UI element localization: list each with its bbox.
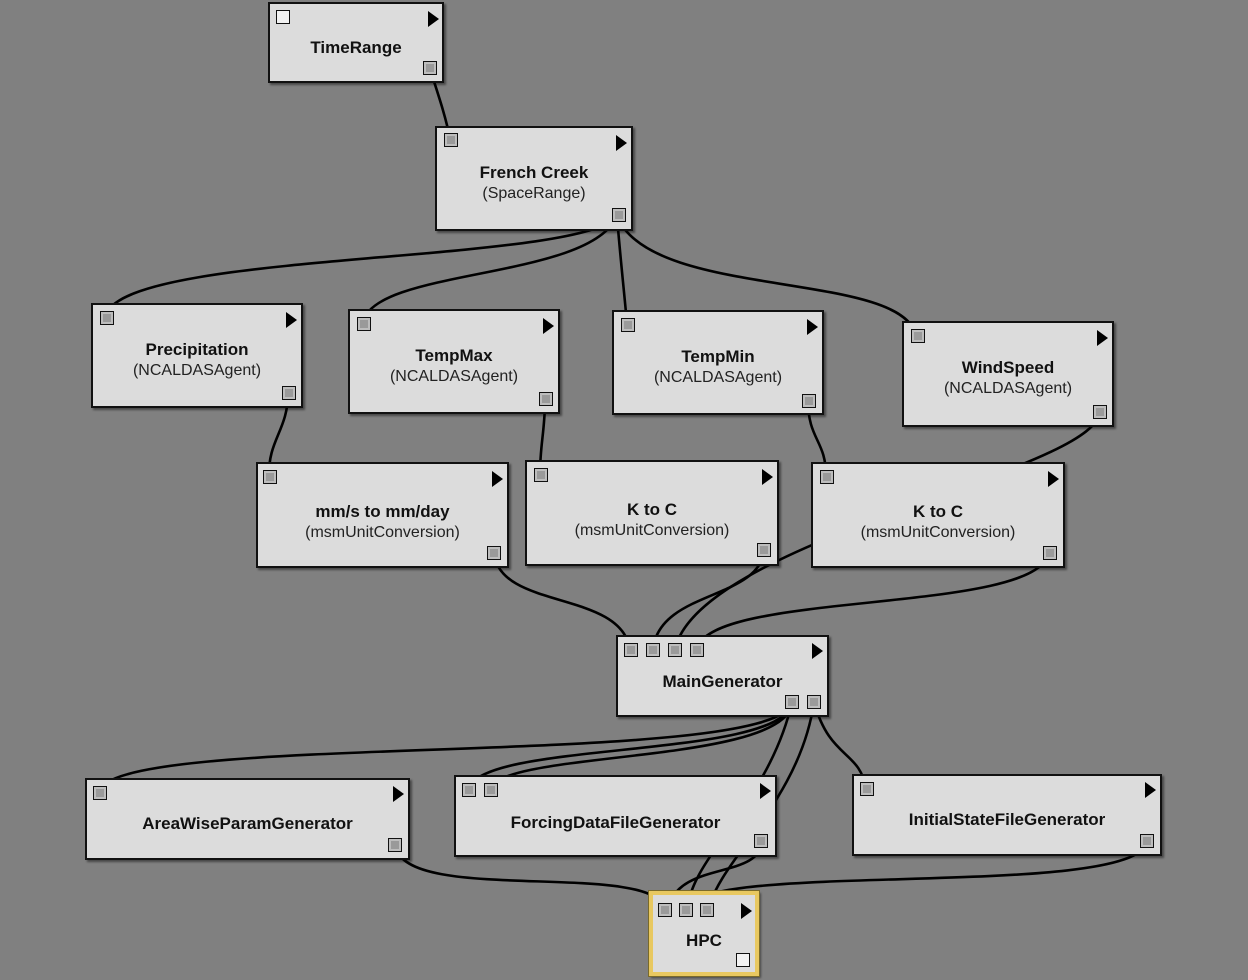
- output-port[interactable]: [388, 838, 402, 852]
- input-port[interactable]: [444, 133, 458, 147]
- module-name: Precipitation: [145, 340, 249, 360]
- output-port[interactable]: [1140, 834, 1154, 848]
- run-module-arrow-icon[interactable]: [616, 135, 627, 151]
- module-name: HPC: [686, 930, 722, 950]
- output-port[interactable]: [785, 695, 799, 709]
- connection-wire[interactable]: [615, 214, 918, 337]
- output-port[interactable]: [487, 546, 501, 560]
- module-name: TempMax: [415, 346, 493, 366]
- output-port[interactable]: [757, 543, 771, 557]
- input-port[interactable]: [668, 643, 682, 657]
- module-timerange[interactable]: TimeRange: [268, 2, 444, 83]
- module-name: TimeRange: [310, 37, 402, 57]
- output-port[interactable]: [807, 695, 821, 709]
- run-module-arrow-icon[interactable]: [1048, 471, 1059, 487]
- connection-wire[interactable]: [104, 214, 619, 318]
- input-port[interactable]: [534, 468, 548, 482]
- output-port[interactable]: [282, 386, 296, 400]
- output-port[interactable]: [802, 394, 816, 408]
- run-module-arrow-icon[interactable]: [762, 469, 773, 485]
- output-port[interactable]: [423, 61, 437, 75]
- run-module-arrow-icon[interactable]: [760, 783, 771, 799]
- run-module-arrow-icon[interactable]: [1097, 330, 1108, 346]
- module-name: K to C: [626, 500, 678, 520]
- run-module-arrow-icon[interactable]: [812, 643, 823, 659]
- module-windspeed[interactable]: WindSpeed (NCALDASAgent): [902, 321, 1114, 427]
- output-port-empty[interactable]: [736, 953, 750, 967]
- module-precipitation[interactable]: Precipitation (NCALDASAgent): [91, 303, 303, 408]
- connection-wire[interactable]: [492, 551, 632, 651]
- run-module-arrow-icon[interactable]: [741, 903, 752, 919]
- output-port[interactable]: [612, 208, 626, 222]
- run-module-arrow-icon[interactable]: [1145, 782, 1156, 798]
- input-port[interactable]: [462, 783, 476, 797]
- module-name: WindSpeed: [961, 358, 1055, 378]
- input-port[interactable]: [93, 786, 107, 800]
- input-port[interactable]: [820, 470, 834, 484]
- input-port[interactable]: [911, 329, 925, 343]
- output-port[interactable]: [754, 834, 768, 848]
- input-port[interactable]: [263, 470, 277, 484]
- input-port[interactable]: [700, 903, 714, 917]
- input-port[interactable]: [357, 317, 371, 331]
- module-tempmin[interactable]: TempMin (NCALDASAgent): [612, 310, 824, 415]
- output-port[interactable]: [539, 392, 553, 406]
- output-port[interactable]: [1043, 546, 1057, 560]
- module-initial-state-file-generator[interactable]: InitialStateFileGenerator: [852, 774, 1162, 856]
- module-k-to-c[interactable]: K to C (msmUnitConversion): [525, 460, 779, 566]
- module-name: French Creek: [479, 163, 589, 183]
- module-name: AreaWiseParamGenerator: [142, 813, 353, 833]
- run-module-arrow-icon[interactable]: [393, 786, 404, 802]
- input-port-empty[interactable]: [276, 10, 290, 24]
- module-type: (msmUnitConversion): [305, 523, 460, 541]
- module-name: ForcingDataFileGenerator: [510, 812, 721, 832]
- module-type: (NCALDASAgent): [943, 379, 1073, 397]
- module-tempmax[interactable]: TempMax (NCALDASAgent): [348, 309, 560, 414]
- input-port[interactable]: [624, 643, 638, 657]
- module-hpc[interactable]: HPC: [648, 890, 760, 977]
- input-port[interactable]: [690, 643, 704, 657]
- output-port[interactable]: [1093, 405, 1107, 419]
- input-port[interactable]: [860, 782, 874, 796]
- connection-wire[interactable]: [695, 550, 1051, 651]
- input-port[interactable]: [621, 318, 635, 332]
- module-french-creek[interactable]: French Creek (SpaceRange): [435, 126, 633, 231]
- connection-wire[interactable]: [97, 700, 794, 794]
- module-name: MainGenerator: [662, 671, 783, 691]
- module-name: InitialStateFileGenerator: [908, 809, 1106, 829]
- run-module-arrow-icon[interactable]: [286, 312, 297, 328]
- module-name: mm/s to mm/day: [315, 502, 450, 522]
- module-mms-to-mmday[interactable]: mm/s to mm/day (msmUnitConversion): [256, 462, 509, 568]
- module-type: (SpaceRange): [482, 184, 586, 202]
- connection-wire[interactable]: [467, 700, 794, 791]
- module-type: (NCALDASAgent): [132, 361, 262, 379]
- input-port[interactable]: [484, 783, 498, 797]
- run-module-arrow-icon[interactable]: [428, 11, 439, 27]
- input-port[interactable]: [646, 643, 660, 657]
- module-area-wise-param-generator[interactable]: AreaWiseParamGenerator: [85, 778, 410, 860]
- module-name: TempMin: [681, 347, 755, 367]
- module-type: (msmUnitConversion): [860, 523, 1016, 541]
- run-module-arrow-icon[interactable]: [543, 318, 554, 334]
- module-main-generator[interactable]: MainGenerator: [616, 635, 829, 717]
- input-port[interactable]: [679, 903, 693, 917]
- module-k-to-c[interactable]: K to C (msmUnitConversion): [811, 462, 1065, 568]
- connection-wire[interactable]: [394, 843, 667, 910]
- module-type: (NCALDASAgent): [389, 367, 519, 385]
- module-type: (NCALDASAgent): [653, 368, 783, 386]
- input-port[interactable]: [658, 903, 672, 917]
- module-type: (msmUnitConversion): [574, 521, 730, 539]
- input-port[interactable]: [100, 311, 114, 325]
- module-name: K to C: [912, 502, 964, 522]
- connection-wire[interactable]: [361, 214, 619, 324]
- run-module-arrow-icon[interactable]: [492, 471, 503, 487]
- run-module-arrow-icon[interactable]: [807, 319, 818, 335]
- module-forcing-data-file-generator[interactable]: ForcingDataFileGenerator: [454, 775, 777, 857]
